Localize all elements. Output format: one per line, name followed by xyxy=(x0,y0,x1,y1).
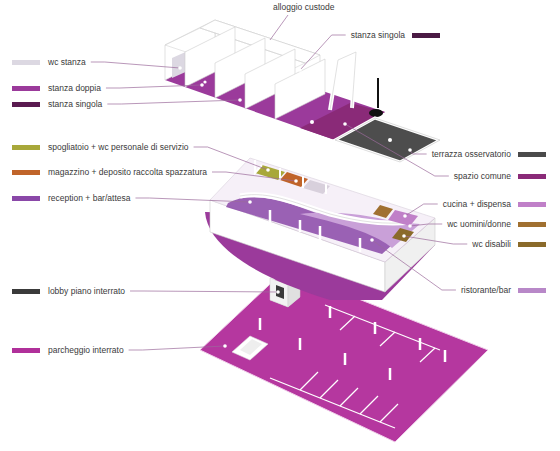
legend-item: reception + bar/attesa xyxy=(12,193,131,204)
legend-text: wc stanza xyxy=(47,57,87,68)
leader-line xyxy=(372,240,456,290)
legend-swatch xyxy=(518,152,546,157)
legend-text: ristorante/bar xyxy=(460,285,512,296)
car-symbol xyxy=(232,336,268,360)
legend-swatch xyxy=(12,86,40,91)
legend-swatch xyxy=(518,242,546,247)
legend-item: spogliatoio + wc personale di servizio xyxy=(12,142,190,153)
legend-swatch xyxy=(12,348,40,353)
legend-swatch xyxy=(12,196,40,201)
leader-dot xyxy=(402,234,406,238)
legend-item: lobby piano interrato xyxy=(12,286,126,297)
legend-text: reception + bar/attesa xyxy=(47,193,131,204)
leader-dot xyxy=(294,179,298,183)
leader-dot xyxy=(248,200,252,204)
legend-item: wc uomini/donne xyxy=(446,219,546,230)
legend-item: stanza doppia xyxy=(12,83,102,94)
upper-level xyxy=(165,20,440,162)
leader-dot xyxy=(298,68,302,72)
leader-line xyxy=(107,100,240,104)
legend-swatch xyxy=(518,288,546,293)
leader-line xyxy=(410,150,427,154)
leader-dot xyxy=(266,168,270,172)
ground-level xyxy=(205,158,435,300)
legend-swatch xyxy=(12,60,40,65)
legend-text: stanza doppia xyxy=(47,83,102,94)
legend-item: stanza singola xyxy=(12,99,103,110)
leader-line xyxy=(135,198,250,202)
legend-item: wc disabili xyxy=(471,239,546,250)
legend-text: wc disabili xyxy=(471,239,512,250)
legend-text: lobby piano interrato xyxy=(47,286,126,297)
legend-text: parcheggio interrato xyxy=(47,345,125,356)
legend-item: wc stanza xyxy=(12,57,87,68)
leader-dot xyxy=(238,98,242,102)
legend-text: stanza singola xyxy=(350,30,406,41)
legend-item: cucina + dispensa xyxy=(442,199,546,210)
legend-item: terrazza osservatorio xyxy=(431,149,546,160)
legend-item: magazzino + deposito raccolta spazzatura xyxy=(12,167,208,178)
legend-item: parcheggio interrato xyxy=(12,345,125,356)
legend-swatch xyxy=(12,145,40,150)
leader-dot xyxy=(408,224,412,228)
leader-line xyxy=(106,85,202,88)
legend-item: spazio comune xyxy=(453,171,546,182)
leader-dot xyxy=(178,66,182,70)
legend-text: stanza singola xyxy=(47,99,103,110)
leader-line xyxy=(405,204,438,216)
legend-text: wc uomini/donne xyxy=(446,219,512,230)
legend-text: spogliatoio + wc personale di servizio xyxy=(47,142,190,153)
leader-line xyxy=(270,15,288,40)
leader-line xyxy=(404,236,467,244)
leader-line xyxy=(212,172,296,181)
legend-text: magazzino + deposito raccolta spazzatura xyxy=(47,167,208,178)
leader-line xyxy=(410,224,442,226)
legend-item: ristorante/bar xyxy=(460,285,546,296)
leader-dot xyxy=(370,238,374,242)
leader-line xyxy=(129,346,225,350)
leader-dot xyxy=(276,290,280,294)
legend-swatch xyxy=(518,202,546,207)
leader-dot xyxy=(223,344,227,348)
legend-swatch xyxy=(518,174,546,179)
leader-dot xyxy=(403,214,407,218)
legend-swatch xyxy=(518,222,546,227)
legend-text: cucina + dispensa xyxy=(442,199,512,210)
leader-line xyxy=(91,62,180,68)
legend-swatch xyxy=(12,170,40,175)
legend-text: spazio comune xyxy=(453,171,512,182)
floor-label: alloggio custode xyxy=(272,2,335,13)
legend-item: stanza singola xyxy=(350,30,440,41)
leader-dot xyxy=(343,122,347,126)
leader-dot xyxy=(200,83,204,87)
legend-swatch xyxy=(12,102,40,107)
leader-dot xyxy=(408,148,412,152)
leader-line xyxy=(300,35,346,70)
legend-swatch xyxy=(412,33,440,38)
leader-line xyxy=(130,291,278,292)
legend-text: terrazza osservatorio xyxy=(431,149,512,160)
legend-swatch xyxy=(12,289,40,294)
